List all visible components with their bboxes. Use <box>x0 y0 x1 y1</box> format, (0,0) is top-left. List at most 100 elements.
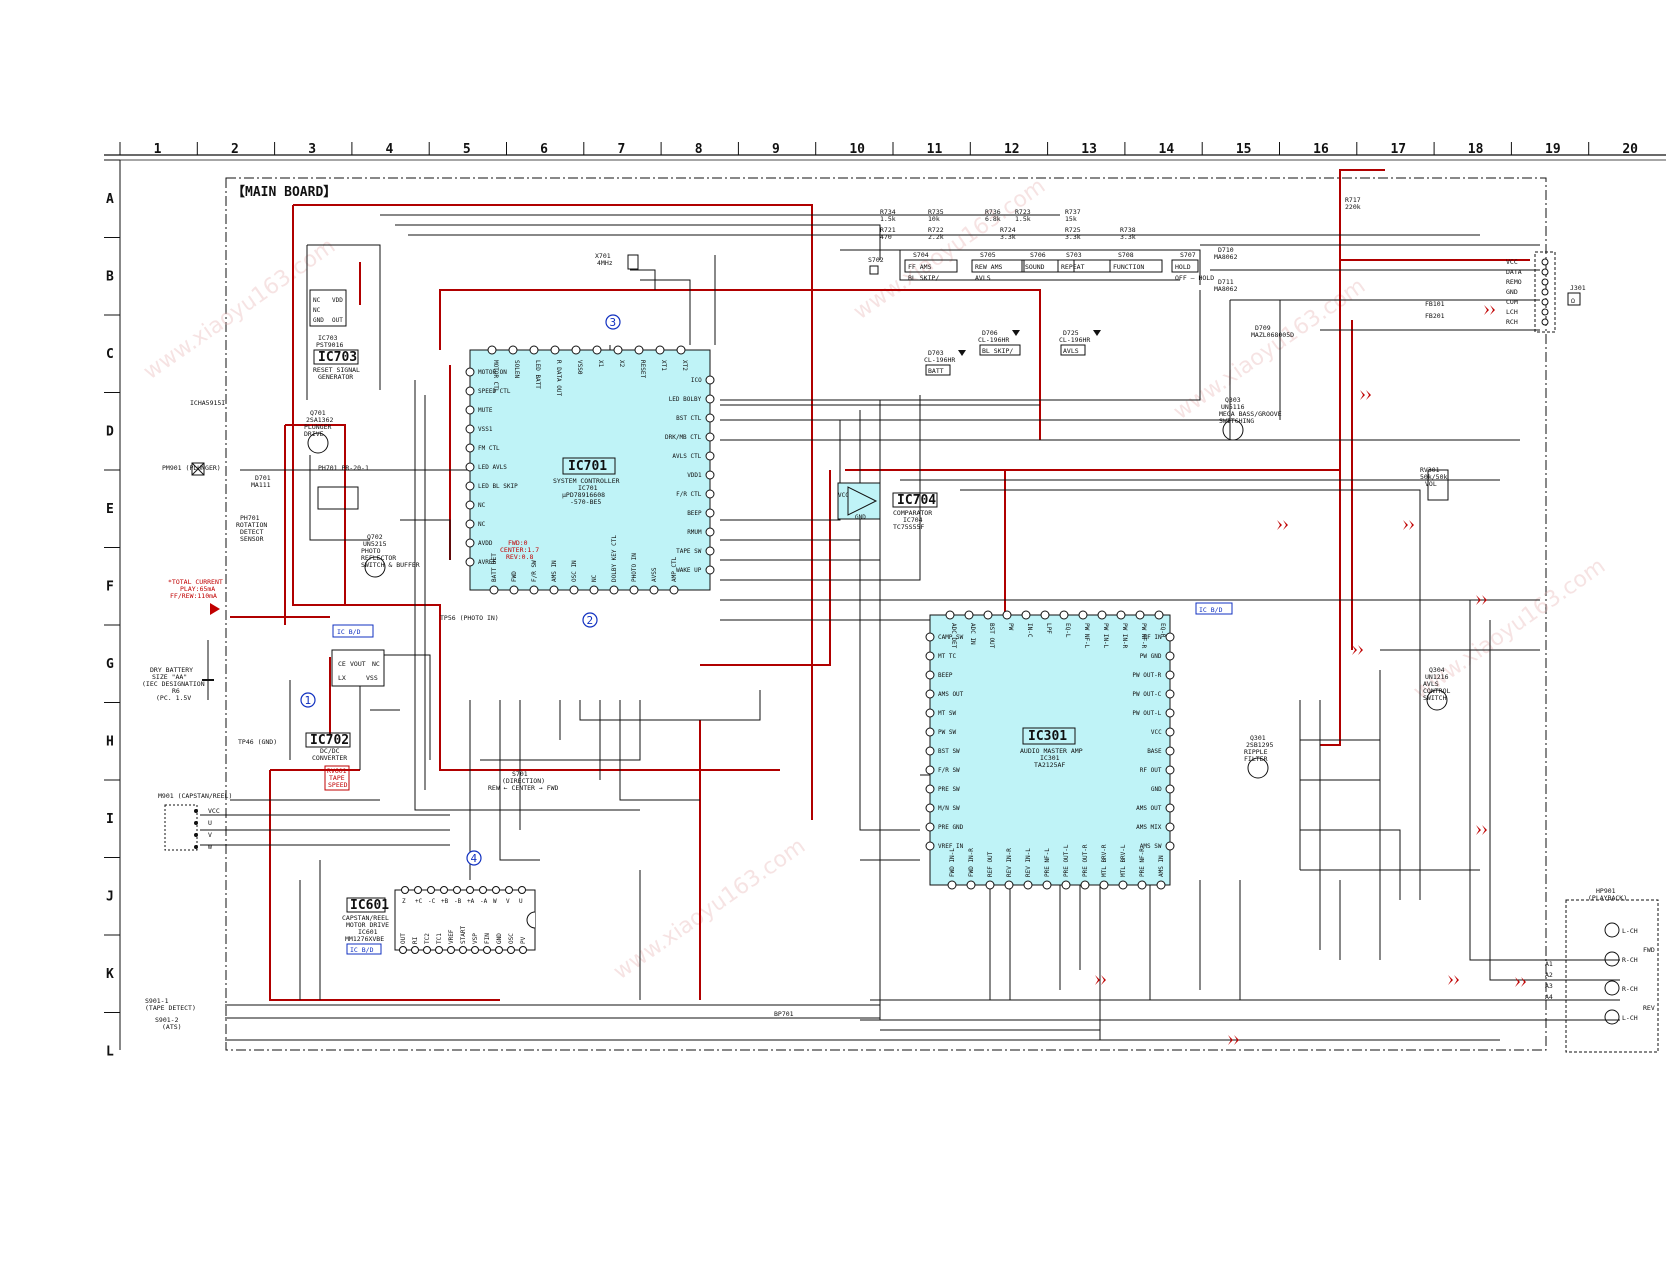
switch-label: HOLD <box>1175 263 1191 271</box>
ic301-pin-top <box>964 610 974 620</box>
ic301-pin-bottom <box>1004 880 1014 890</box>
resistor-row: R7341.5kR721470R73510kR7222.2kR7366.8kR7… <box>880 196 1361 241</box>
total-current-1: PLAY:65mA <box>180 585 215 593</box>
j301-pin-label: GND <box>1506 288 1518 296</box>
ic701-pin-label: XT2 <box>681 360 688 371</box>
ic701-pin-label: BEEP <box>687 510 702 517</box>
ic601-pin-top <box>401 886 409 894</box>
transistor-part: UN5215 <box>363 540 387 548</box>
hp901-desc: (PLAYBACK) <box>1588 894 1627 902</box>
ic301-pin-label: BST OUT <box>988 623 995 649</box>
ic702-pin-vss: VSS <box>366 674 378 682</box>
switch-ref: S708 <box>1118 251 1134 259</box>
ic301-pin-label: PW OUT-L <box>1132 710 1161 717</box>
led-icon <box>958 350 966 356</box>
ic301-pin-bottom <box>1156 880 1166 890</box>
marker-circle <box>605 314 621 330</box>
ic301-pin-label: PW OUT-R <box>1132 672 1161 679</box>
grid-col-label: 19 <box>1545 142 1561 157</box>
s901-1-desc: (TAPE DETECT) <box>145 1004 196 1012</box>
j301-ref: J301 <box>1570 284 1586 292</box>
tp56: TP56 (PHOTO IN) <box>440 614 499 622</box>
marker-number: 3 <box>610 316 617 329</box>
grid-col-label: 16 <box>1313 142 1329 157</box>
diode-ref: D701 <box>255 474 271 482</box>
grid-col-label: 9 <box>772 142 780 157</box>
ic301-pin-label: PW IN-R <box>1121 623 1128 649</box>
ic701-pin-right <box>705 565 715 575</box>
ic301-pin-right <box>1165 822 1175 832</box>
ic701-pin-label: F/R CTL <box>676 491 702 498</box>
ic701-pin-left <box>465 367 475 377</box>
led-part: CL-196HR <box>924 356 955 364</box>
ic701-pin-right <box>705 394 715 404</box>
j301-pin <box>1541 278 1549 286</box>
led-ref: D706 <box>982 329 998 337</box>
ic301-pin-left <box>925 670 935 680</box>
ic701-pin-left <box>465 405 475 415</box>
ic601-pin-bottom <box>411 946 419 954</box>
hp-side-rev: REV <box>1643 1004 1655 1012</box>
ic701-pin-label: VSS1 <box>478 426 493 433</box>
arrow-icon <box>1448 975 1453 985</box>
ic301-pin-left <box>925 765 935 775</box>
ic301-pin-label: PRE GND <box>938 824 964 831</box>
ic301-pin-bottom <box>947 880 957 890</box>
grid-row-label: A <box>106 192 114 207</box>
motor-pin <box>194 809 198 813</box>
arrow-icon <box>1409 520 1414 530</box>
motor-pin-label: W <box>208 843 212 851</box>
rv301-outline <box>1427 469 1449 501</box>
transistor-desc: MEGA BASS/GROOVE <box>1219 410 1282 418</box>
ic701-pin-label: R DATA OUT <box>555 360 562 397</box>
arrow-icon <box>1476 595 1481 605</box>
grid-col-label: 20 <box>1622 142 1638 157</box>
j301-pin <box>1541 288 1549 296</box>
ic701-pin-label: LED AVLS <box>478 464 507 471</box>
arrow-icon <box>1484 305 1489 315</box>
grid-col-label: 1 <box>154 142 162 157</box>
battery-3: R6 <box>172 687 180 695</box>
switch-sub: AVLS <box>975 274 991 282</box>
ic701-pin-label: AVREF <box>478 559 496 566</box>
ic701-pin-left <box>465 424 475 434</box>
ic301-desc-1: IC301 <box>1040 754 1060 762</box>
switch-label: SOUND <box>1025 263 1045 271</box>
grid-col-label: 13 <box>1081 142 1097 157</box>
ic301-pin-bottom <box>966 880 976 890</box>
ic701-pin-left <box>465 500 475 510</box>
ic701-pin-top <box>634 345 644 355</box>
grid-row-label: H <box>106 734 114 749</box>
ic701-pin-label: SOLEN <box>513 360 520 378</box>
diode-ref: D711 <box>1218 278 1234 286</box>
ic601-desc-0: CAPSTAN/REEL <box>342 914 389 922</box>
ic601-pin-label: START <box>460 926 467 944</box>
s701-positions: REW ← CENTER → FWD <box>488 784 559 792</box>
ic701-pin-label: BATT DET <box>491 553 498 582</box>
ic301-pin-right <box>1165 803 1175 813</box>
rv601-desc-1: SPEED <box>328 781 348 789</box>
ic701-pin-label: NC <box>478 502 486 509</box>
ic704: VCC GND IC704 COMPARATOR IC704 TC75S55F <box>837 482 938 531</box>
grid-col-label: 15 <box>1236 142 1252 157</box>
j301-pin-label: RCH <box>1506 318 1518 326</box>
headphone-glyph: Ω <box>1571 297 1575 305</box>
ic301-pin-label: MT SW <box>938 710 956 717</box>
ic301-pin-label: PRE OUT-L <box>1063 844 1070 877</box>
ic703-name-box <box>313 349 359 365</box>
transistor-ref: Q303 <box>1225 396 1241 404</box>
hp901-ref: HP901 <box>1596 887 1616 895</box>
ic301-pin-label: BASE <box>1147 748 1162 755</box>
signal-wires <box>200 214 1620 1041</box>
arrow-icon <box>1283 520 1288 530</box>
led-ref: D703 <box>928 349 944 357</box>
hp901-outline <box>1565 899 1659 1053</box>
resistor-value: 2.2k <box>928 233 944 241</box>
ic601-pin-top <box>518 886 526 894</box>
ic601-pin-label: VREF <box>448 929 455 944</box>
